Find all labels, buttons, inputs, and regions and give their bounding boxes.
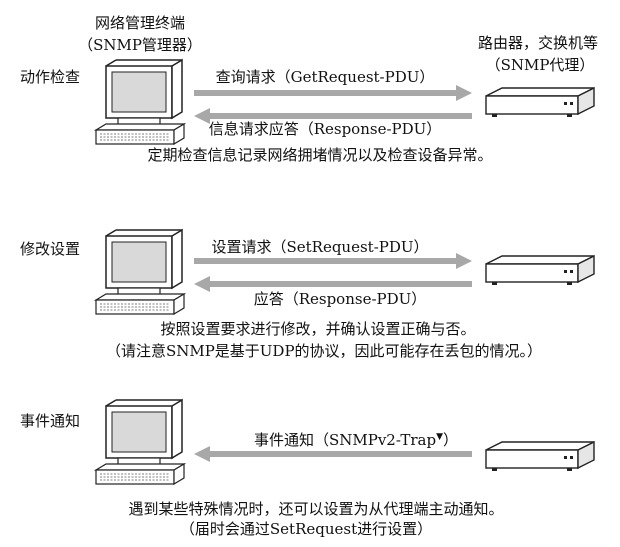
modify-response-arrowhead (194, 276, 210, 292)
agent-router-icon (485, 86, 595, 117)
check-request-label: 查询请求（GetRequest-PDU） (215, 68, 435, 86)
notify-message-close: ） (443, 431, 459, 449)
agent-subtitle: （SNMP代理） (485, 56, 595, 74)
check-note: 定期检查信息记录网络拥堵情况以及检查设备异常。 (147, 146, 493, 164)
check-response-label: 信息请求应答（Response-PDU） (208, 120, 442, 138)
modify-note-line1: 按照设置要求进行修改，并确认设置正确与否。 (160, 320, 476, 338)
section-label-notify: 事件通知 (20, 412, 81, 430)
modify-request-label: 设置请求（SetRequest-PDU） (211, 238, 429, 256)
modify-response-arrow (210, 281, 472, 287)
section-label-check: 动作检查 (20, 68, 81, 86)
agent-router-icon (485, 254, 595, 285)
check-response-arrowhead (194, 108, 210, 124)
modify-request-arrow (194, 258, 456, 264)
manager-computer-icon (93, 398, 187, 486)
agent-router-icon (485, 440, 595, 471)
notify-note-line2: （届时会通过SetRequest进行设置） (179, 520, 433, 538)
manager-computer-icon (93, 228, 187, 316)
check-response-arrow (210, 113, 472, 119)
modify-response-label: 应答（Response-PDU） (253, 290, 427, 308)
manager-computer-icon (93, 58, 187, 146)
modify-note-line2: （请注意SNMP是基于UDP的协议，因此可能存在丢包的情况。） (105, 342, 543, 360)
check-request-arrowhead (456, 85, 472, 101)
modify-request-arrowhead (456, 253, 472, 269)
trap-mark: ▼ (436, 432, 444, 442)
notify-note-line1: 遇到某些特殊情况时，还可以设置为从代理端主动通知。 (128, 500, 504, 518)
check-request-arrow (194, 90, 456, 96)
manager-title: 网络管理终端 (94, 14, 186, 32)
agent-title: 路由器，交换机等 (477, 34, 599, 52)
manager-subtitle: （SNMP管理器） (78, 36, 202, 54)
section-label-modify: 修改设置 (20, 240, 81, 258)
notify-arrow (210, 451, 472, 457)
notify-message-text: 事件通知（SNMPv2-Trap (253, 431, 437, 449)
notify-message-label: 事件通知（SNMPv2-Trap▼） (254, 428, 458, 449)
notify-arrowhead (194, 446, 210, 462)
